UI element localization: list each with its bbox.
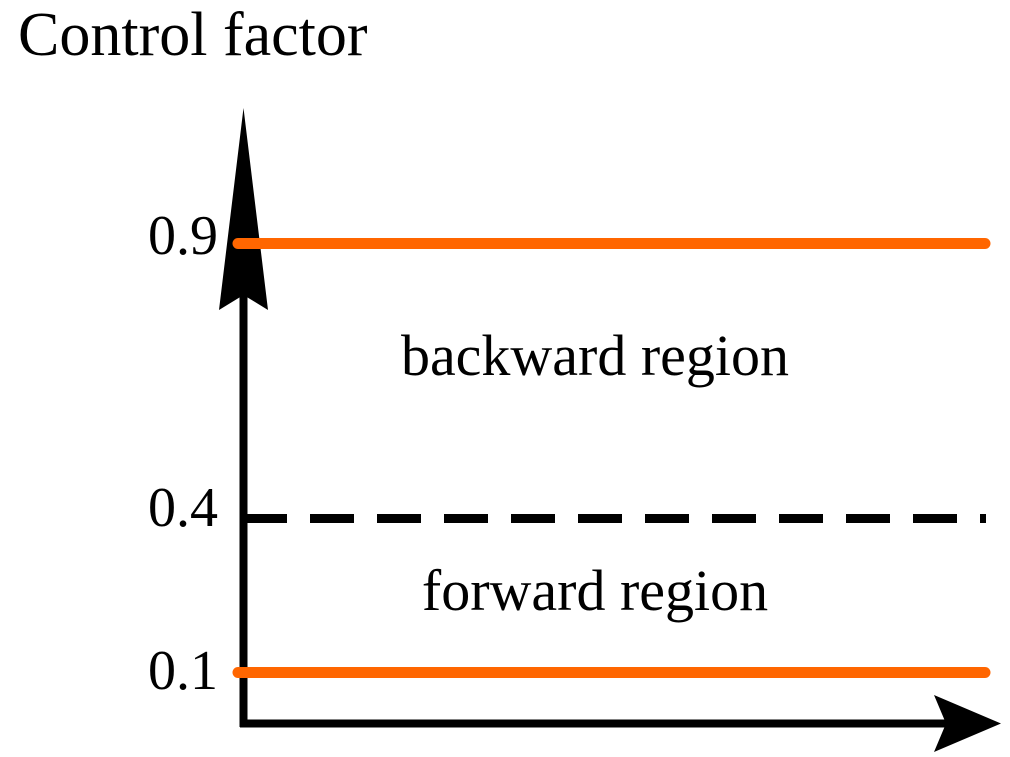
y-tick-label-0-4: 0.4 [148,477,218,539]
region-label-forward: forward region [421,558,769,623]
y-tick-label-0-9: 0.9 [148,205,218,267]
region-label-backward: backward region [400,323,790,388]
y-tick-label-0-1: 0.1 [148,640,218,702]
arrow-up-icon [219,108,268,310]
page-title: Control factor [18,1,368,69]
arrow-right-icon [934,695,1001,752]
